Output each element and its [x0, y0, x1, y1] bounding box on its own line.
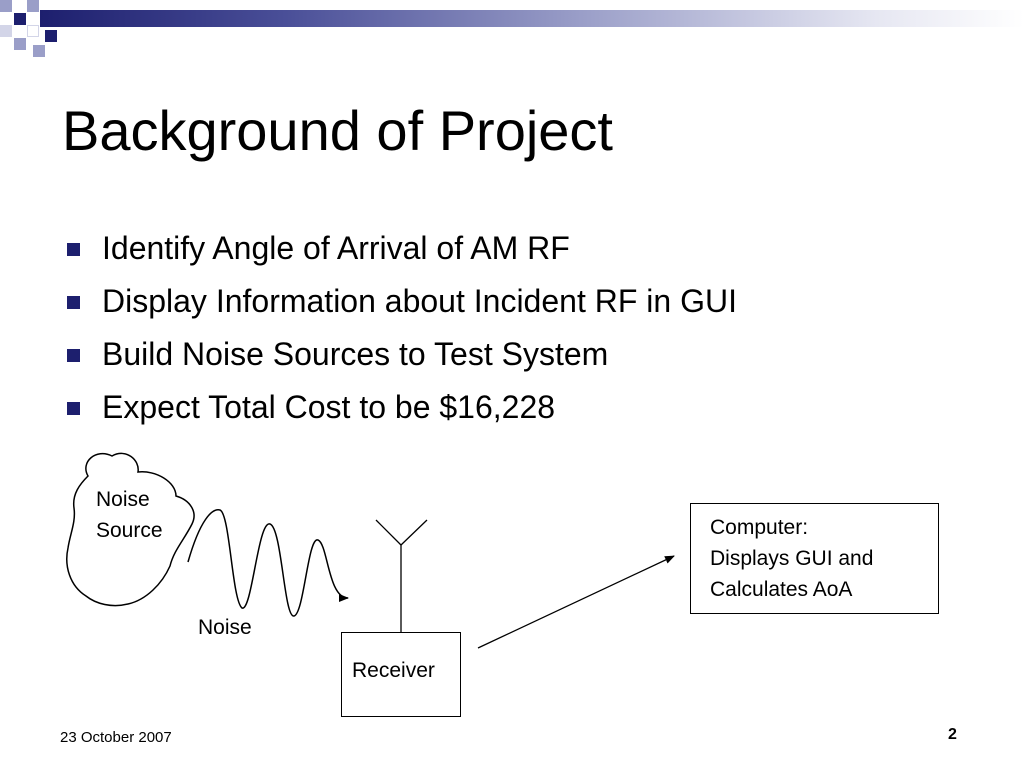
decor-square: [14, 13, 26, 25]
decor-square: [33, 45, 45, 57]
bullet-marker-icon: [67, 402, 80, 415]
bullet-text: Display Information about Incident RF in…: [102, 283, 737, 319]
bullet-text: Build Noise Sources to Test System: [102, 336, 609, 372]
bullet-marker-icon: [67, 243, 80, 256]
computer-label-line: Computer:: [710, 516, 809, 539]
decor-square: [0, 0, 12, 12]
bullet-text: Expect Total Cost to be $16,228: [102, 389, 556, 425]
receiver-label: Receiver: [352, 659, 435, 682]
header-gradient-bar: [40, 10, 1024, 27]
receiver-box: Receiver: [341, 632, 461, 717]
noise-wave-icon: [187, 509, 349, 617]
decor-square: [14, 38, 26, 50]
computer-label-line: Displays GUI and: [710, 547, 874, 570]
antenna-icon: [375, 519, 428, 632]
slide-title: Background of Project: [62, 99, 613, 162]
footer-date: 23 October 2007: [60, 729, 172, 746]
noise-label: Noise: [198, 616, 252, 639]
computer-label: Computer: Displays GUI and Calculates Ao…: [710, 512, 873, 605]
bullet-item: Expect Total Cost to be $16,228: [62, 381, 737, 434]
computer-box: Computer: Displays GUI and Calculates Ao…: [690, 503, 939, 614]
decor-square: [27, 0, 39, 12]
page-number: 2: [948, 726, 957, 743]
bullet-marker-icon: [67, 296, 80, 309]
bullet-item: Identify Angle of Arrival of AM RF: [62, 222, 737, 275]
decor-square: [0, 25, 12, 37]
bullet-marker-icon: [67, 349, 80, 362]
data-flow-arrow: [477, 555, 675, 649]
bullet-item: Build Noise Sources to Test System: [62, 328, 737, 381]
bullet-item: Display Information about Incident RF in…: [62, 275, 737, 328]
noise-source-label-line: Noise: [96, 488, 150, 511]
bullet-list: Identify Angle of Arrival of AM RF Displ…: [62, 222, 737, 434]
decor-square: [27, 25, 39, 37]
computer-label-line: Calculates AoA: [710, 578, 853, 601]
header-decoration: [0, 0, 1024, 62]
noise-source-label-line: Source: [96, 519, 163, 542]
decor-square: [45, 30, 57, 42]
noise-source-label: Noise Source: [96, 484, 163, 546]
bullet-text: Identify Angle of Arrival of AM RF: [102, 230, 570, 266]
noise-source-cloud-outline: [66, 452, 195, 607]
